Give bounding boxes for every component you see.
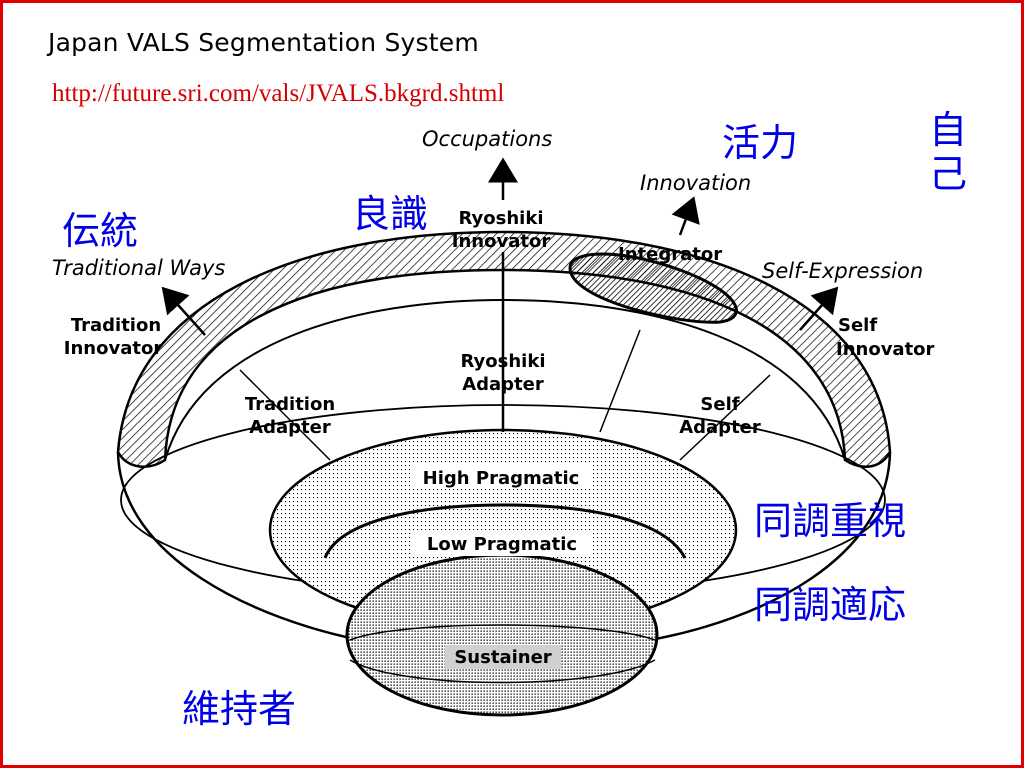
innovation-label: Innovation [640,171,751,195]
sustainer-sphere [345,553,659,717]
outer-bowl-body [116,451,892,642]
kanji-conformity-adaptation: 同調適応 [754,583,907,627]
low-pragmatic-label: Low Pragmatic [427,534,577,555]
kanji-sustainer: 維持者 [182,687,297,731]
integrator-leader [599,329,641,433]
slide-title: Japan VALS Segmentation System [48,28,479,57]
low-pragmatic-arc [323,503,687,559]
integrator-oval [568,252,738,324]
self-innovator-line2: Innovator [836,339,935,360]
ryoshiki-adapter-line1: Ryoshiki [461,351,546,372]
kanji-conformity-emphasis: 同調重視 [754,499,907,543]
integrator-label: Integrator [618,244,722,265]
kanji-conscience: 良識 [352,192,429,236]
kanji-self-vertical: 自己 [928,108,967,196]
tradition-adapter-line1: Tradition [245,394,335,415]
occupations-label: Occupations [422,127,552,151]
tradition-leader [239,369,331,461]
self-innovator-line1: Self [838,315,877,336]
ryoshiki-adapter-line2: Adapter [462,374,544,395]
kanji-vitality: 活力 [722,121,799,165]
self-expression-arrow [799,286,839,331]
self-adapter-line2: Adapter [679,417,761,438]
low-pragmatic-label-bg [412,532,592,556]
sustainer-label-bg [445,645,561,669]
high-pragmatic-label-bg [410,465,592,489]
traditional-ways-label: Traditional Ways [52,256,225,280]
innovation-arrow [671,196,700,236]
tradition-innovator-line2: Innovator [64,338,163,359]
ryoshiki-innovator-line1: Ryoshiki [459,208,544,229]
high-pragmatic-label: High Pragmatic [423,468,580,489]
ryoshiki-innovator-line2: Innovator [452,231,551,252]
traditional-ways-arrow [161,286,206,336]
tradition-innovator-line1: Tradition [71,315,161,336]
sustainer-label: Sustainer [454,647,551,668]
tradition-adapter-line2: Adapter [249,417,331,438]
sustainer-band [349,624,656,684]
self-expression-label: Self-Expression [762,259,923,283]
source-url[interactable]: http://future.sri.com/vals/JVALS.bkgrd.s… [52,80,505,107]
self-leader [679,374,771,461]
kanji-tradition: 伝統 [62,209,139,253]
self-adapter-line1: Self [700,394,739,415]
